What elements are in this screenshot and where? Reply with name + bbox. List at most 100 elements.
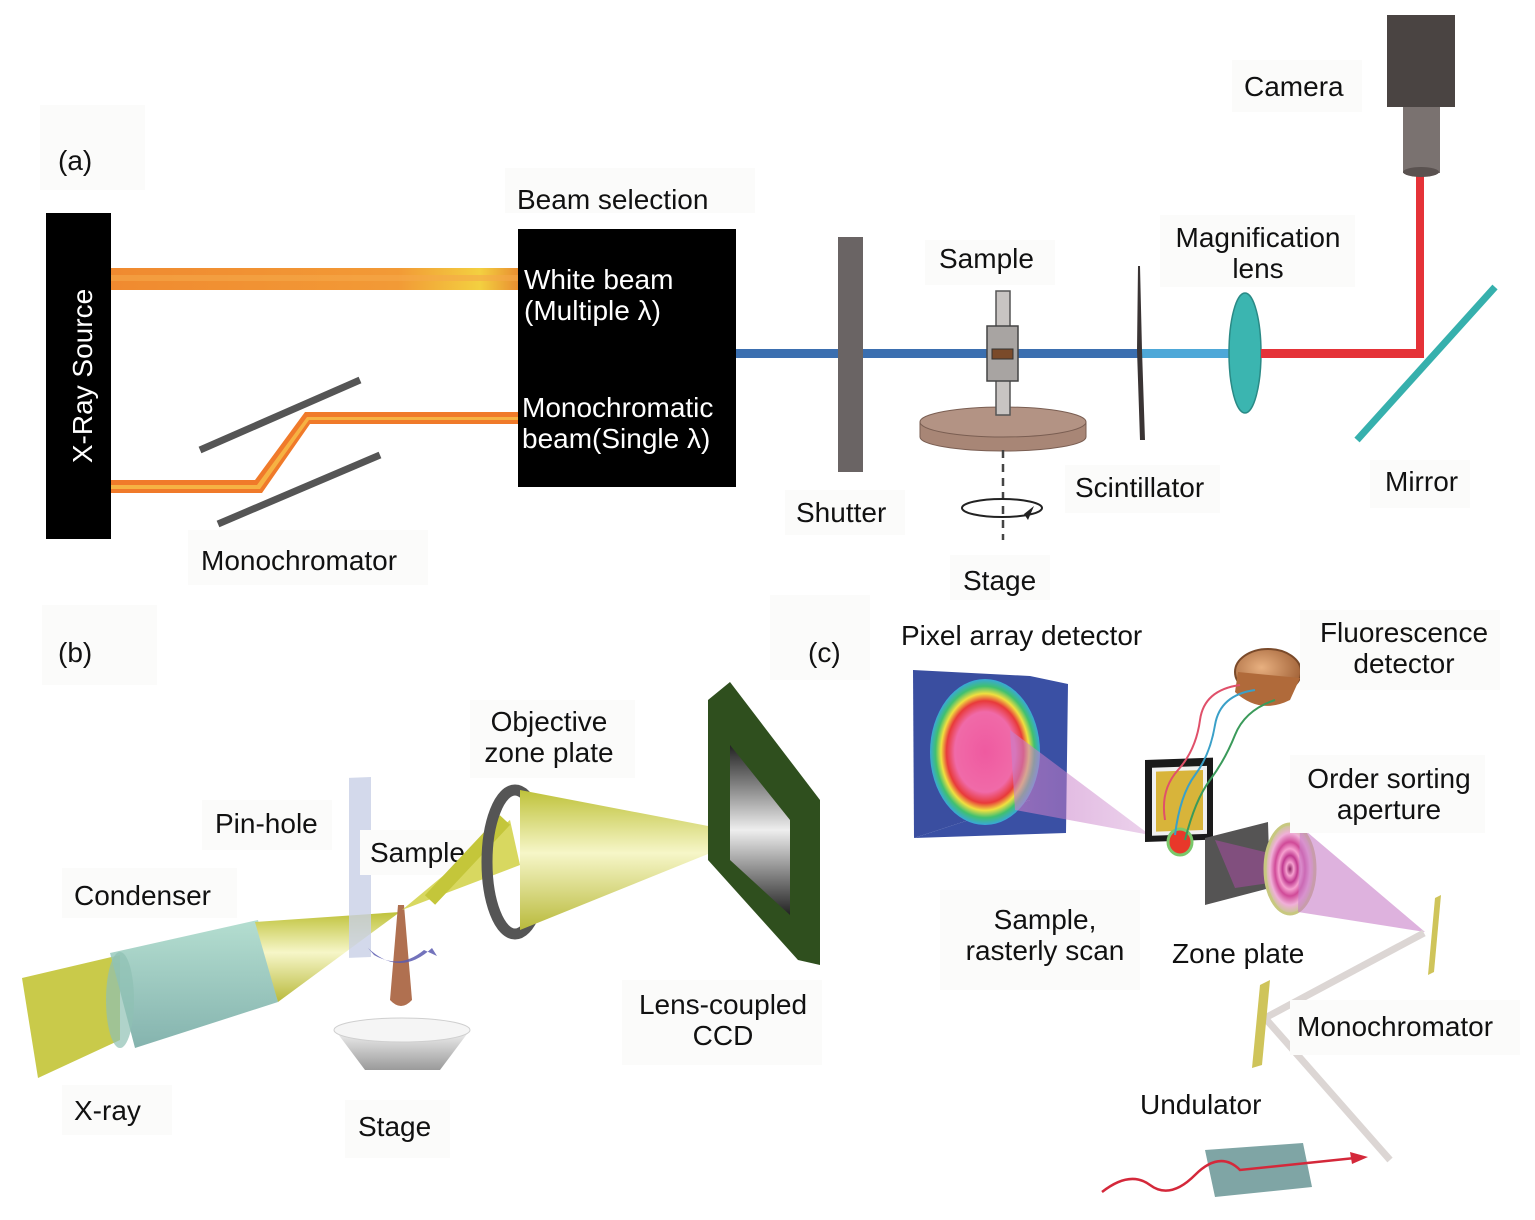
undulator xyxy=(1205,1143,1312,1197)
camera-lens-barrel xyxy=(1403,107,1440,173)
panel-b-tag-bg xyxy=(42,605,157,685)
sample-substrate xyxy=(1156,769,1203,832)
scintillator-label-bg xyxy=(1065,465,1220,513)
camera-body xyxy=(1387,15,1455,107)
condenser xyxy=(110,920,278,1048)
rotation-arrowhead-icon xyxy=(1024,506,1034,520)
sample-label-bg-a xyxy=(925,240,1055,285)
electron-beam xyxy=(1101,1156,1356,1193)
mono-beam-label: Monochromatic xyxy=(522,392,713,423)
magnified-cone xyxy=(520,790,755,930)
mirror xyxy=(1354,284,1498,443)
beam-selection-label: Beam selection xyxy=(517,184,708,215)
focusing-cone xyxy=(1298,826,1425,932)
osa-label: Order sorting xyxy=(1307,763,1470,794)
fluorescence-signal-blue xyxy=(1174,689,1256,836)
ccd-sublabel: CCD xyxy=(693,1020,754,1051)
visible-red-beam-vertical xyxy=(1416,172,1424,358)
white-beam-highlight xyxy=(111,275,521,281)
sample-sublabel-c: rasterly scan xyxy=(966,935,1125,966)
xray-source-label: X-Ray Source xyxy=(67,289,98,463)
sample-label-c: Sample, xyxy=(994,904,1097,935)
scintillator xyxy=(1137,266,1145,440)
electron-beam-arrowhead-icon xyxy=(1350,1152,1368,1164)
magnification-label: Magnification xyxy=(1176,222,1341,253)
stage-label-bg-b xyxy=(345,1100,450,1158)
panel-a-tag-bg xyxy=(40,105,145,190)
fluorescence-detector-body xyxy=(1235,672,1300,706)
xray-source-block xyxy=(46,213,111,539)
monochromator-label-bg-c xyxy=(1290,1000,1520,1055)
pinhole-label-bg xyxy=(202,800,332,850)
mono-beam-path xyxy=(111,412,521,493)
monochromator-mirror-1 xyxy=(1428,895,1441,975)
scattered-beam-cone xyxy=(1010,730,1150,835)
panel-a: (a) X-Ray Source Monochromator Beam sele… xyxy=(40,15,1498,600)
stage-label-b: Stage xyxy=(358,1111,431,1142)
fluorescence-label: Fluorescence xyxy=(1320,617,1488,648)
osa-sublabel: aperture xyxy=(1337,794,1441,825)
magnification-sublabel: lens xyxy=(1232,253,1283,284)
ccd-label: Lens-coupled xyxy=(639,989,807,1020)
sample-label-bg-c xyxy=(940,890,1140,990)
sample-spot xyxy=(1166,827,1194,857)
rotation-arrow-icon xyxy=(961,498,1043,518)
shutter-label: Shutter xyxy=(796,497,886,528)
white-beam-sublabel: (Multiple λ) xyxy=(524,295,661,326)
sample-stage-top xyxy=(333,1017,471,1043)
fluorescence-signal-green xyxy=(1184,699,1276,841)
fluorescence-signal-red xyxy=(1162,684,1241,821)
sample-label-b: Sample xyxy=(370,837,465,868)
panel-b-tag: (b) xyxy=(58,637,92,668)
panel-c-tag: (c) xyxy=(808,637,841,668)
ccd-sensor xyxy=(730,745,790,915)
xray-label-bg xyxy=(62,1085,172,1135)
pixel-detector-label: Pixel array detector xyxy=(901,620,1142,651)
shutter-label-bg xyxy=(785,490,905,535)
stage-label-bg-a xyxy=(950,555,1050,600)
beam-selection-box xyxy=(518,229,736,487)
beam-path-segment-2 xyxy=(1262,1015,1393,1163)
shutter xyxy=(838,237,863,472)
panel-b: (b) Pin-hole Condenser Sample Objective … xyxy=(22,605,822,1158)
monochromator-label-bg xyxy=(188,530,428,585)
camera-label-bg xyxy=(1232,60,1362,112)
beam-selection-label-bg xyxy=(505,168,755,213)
sample xyxy=(991,348,1014,360)
objective-label: Objective xyxy=(491,706,608,737)
ccd-label-bg xyxy=(622,980,822,1065)
panel-c: (c) Pixel array detector Fluorescence xyxy=(770,595,1520,1197)
xray-beam-cylinder xyxy=(22,955,120,1078)
sample-label-a: Sample xyxy=(939,243,1034,274)
objective-sublabel: zone plate xyxy=(484,737,613,768)
mirror-label: Mirror xyxy=(1385,466,1458,497)
mono-beam-sublabel: beam(Single λ) xyxy=(522,423,710,454)
visible-light-beam xyxy=(1141,349,1233,358)
sample-needle xyxy=(390,905,412,1006)
monochromator-mirror-2 xyxy=(1252,980,1270,1068)
xray-label: X-ray xyxy=(74,1095,141,1126)
fluorescence-label-bg xyxy=(1300,610,1500,690)
objective-label-bg xyxy=(470,700,635,778)
camera-label: Camera xyxy=(1244,71,1344,102)
visible-red-beam-horizontal xyxy=(1261,349,1424,358)
zone-plate-label: Zone plate xyxy=(1172,938,1304,969)
panel-c-tag-bg xyxy=(770,595,870,680)
condenser-front xyxy=(106,952,134,1048)
xray-beam-blue xyxy=(736,349,1141,358)
monochromator-label-c: Monochromator xyxy=(1297,1011,1493,1042)
magnification-lens xyxy=(1228,292,1262,414)
white-beam-label: White beam xyxy=(524,264,673,295)
osa-label-bg xyxy=(1290,755,1485,833)
undulator-label: Undulator xyxy=(1140,1089,1261,1120)
fluorescence-sublabel: detector xyxy=(1353,648,1454,679)
condenser-label: Condenser xyxy=(74,880,211,911)
mono-beam-highlight xyxy=(111,417,521,489)
diffraction-heatmap xyxy=(930,679,1040,825)
stage-label-a: Stage xyxy=(963,565,1036,596)
monochromator-crystal-upper xyxy=(198,376,362,454)
monochromator-label-a: Monochromator xyxy=(201,545,397,576)
monochromator-crystal-lower xyxy=(216,451,382,528)
mirror-label-bg xyxy=(1370,460,1470,508)
